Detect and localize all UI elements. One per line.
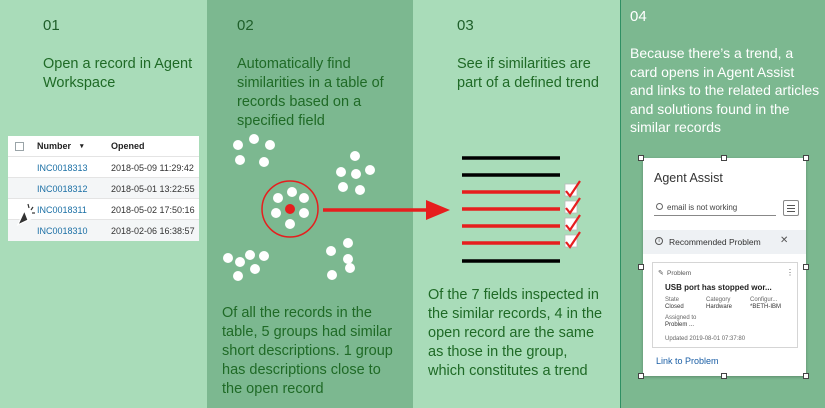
search-icon [656, 203, 663, 210]
record-number-link[interactable]: INC0018311 [37, 205, 87, 215]
table-header: Number ▾ Opened [8, 136, 199, 157]
step-2-panel [207, 0, 413, 408]
search-input[interactable]: email is not working [654, 200, 776, 216]
resize-handle[interactable] [721, 155, 727, 161]
column-header-number[interactable]: Number [37, 141, 72, 151]
arrow-head [426, 200, 450, 220]
record-opened: 2018-05-09 11:29:42 [111, 163, 194, 173]
link-to-problem[interactable]: Link to Problem [656, 356, 719, 366]
field-value: Closed [665, 304, 684, 310]
field-value: *BETH-IBM [750, 304, 782, 310]
assigned-value: Problem ... [665, 322, 695, 328]
record-opened: 2018-02-06 16:38:57 [111, 226, 195, 236]
step-4-text: Because there’s a trend, a card opens in… [630, 45, 820, 135]
record-number-link[interactable]: INC0018312 [37, 184, 88, 194]
step-3-number: 03 [457, 17, 474, 34]
recommended-header: i Recommended Problem ✕ [643, 230, 806, 254]
table-row[interactable]: INC0018313 2018-05-09 11:29:42 [8, 157, 199, 178]
cluster-group-5 [326, 238, 355, 280]
filter-button[interactable] [783, 200, 799, 216]
cluster-group-2 [336, 151, 375, 195]
table-row[interactable]: INC0018310 2018-02-06 16:38:57 [8, 220, 199, 241]
column-header-opened[interactable]: Opened [111, 141, 145, 151]
records-table: Number ▾ Opened INC0018313 2018-05-09 11… [8, 136, 199, 241]
resize-handle[interactable] [638, 264, 644, 270]
record-number-link[interactable]: INC0018310 [37, 226, 88, 236]
open-record-group-ring [261, 180, 319, 238]
filter-icon [787, 205, 795, 206]
record-number-link[interactable]: INC0018313 [37, 163, 88, 173]
filter-icon [787, 211, 795, 212]
step-3-text: See if similarities are part of a define… [457, 56, 599, 91]
more-icon[interactable]: ⋮ [786, 268, 794, 277]
cluster-group-4 [223, 250, 269, 281]
agent-assist-card: Agent Assist email is not working i Reco… [643, 158, 806, 376]
recommended-label: Recommended Problem [669, 237, 761, 247]
problem-label: Problem [667, 270, 692, 277]
assigned-label: Assigned to [665, 315, 697, 321]
problem-card[interactable]: ✎ Problem ⋮ USB port has stopped wor... … [652, 262, 798, 348]
record-opened: 2018-05-01 13:22:55 [111, 184, 195, 194]
step-3-panel [413, 0, 620, 408]
pencil-icon: ✎ [658, 270, 664, 277]
cluster-group-1 [233, 134, 275, 167]
cluster-group-3 [271, 187, 309, 229]
card-title: Agent Assist [654, 171, 723, 185]
step-3-caption: Of the 7 fields inspected in the similar… [428, 287, 603, 379]
select-all-checkbox[interactable] [15, 142, 24, 151]
step-1-number: 01 [43, 17, 60, 34]
filter-icon [787, 208, 795, 209]
problem-title[interactable]: USB port has stopped wor... [665, 283, 772, 292]
table-row[interactable]: INC0018312 2018-05-01 13:22:55 [8, 178, 199, 199]
record-opened: 2018-05-02 17:50:16 [111, 205, 195, 215]
resize-handle[interactable] [803, 373, 809, 379]
open-record-dot [285, 204, 295, 214]
step-4-number: 04 [630, 8, 647, 25]
step-1-text: Open a record in Agent Workspace [43, 56, 193, 91]
cursor-icon [16, 203, 35, 227]
table-row[interactable]: INC0018311 2018-05-02 17:50:16 [8, 199, 199, 220]
step-2-text: Automatically find similarities in a tab… [237, 56, 384, 129]
resize-handle[interactable] [803, 264, 809, 270]
search-input-value: email is not working [667, 203, 738, 212]
updated-timestamp: Updated 2019-08-01 07:37:80 [665, 336, 746, 342]
step-2-number: 02 [237, 17, 254, 34]
close-icon[interactable]: ✕ [780, 235, 789, 246]
step-2-caption: Of all the records in the table, 5 group… [222, 305, 393, 397]
resize-handle[interactable] [721, 373, 727, 379]
resize-handle[interactable] [803, 155, 809, 161]
field-label: Category [706, 297, 731, 303]
field-value: Hardware [706, 304, 733, 310]
resize-handle[interactable] [638, 155, 644, 161]
resize-handle[interactable] [638, 373, 644, 379]
field-label: State [665, 297, 680, 303]
info-icon: i [655, 237, 663, 245]
checkmark-icon [564, 180, 581, 249]
field-label: Configur... [750, 297, 778, 303]
sort-icon[interactable]: ▾ [80, 143, 84, 150]
